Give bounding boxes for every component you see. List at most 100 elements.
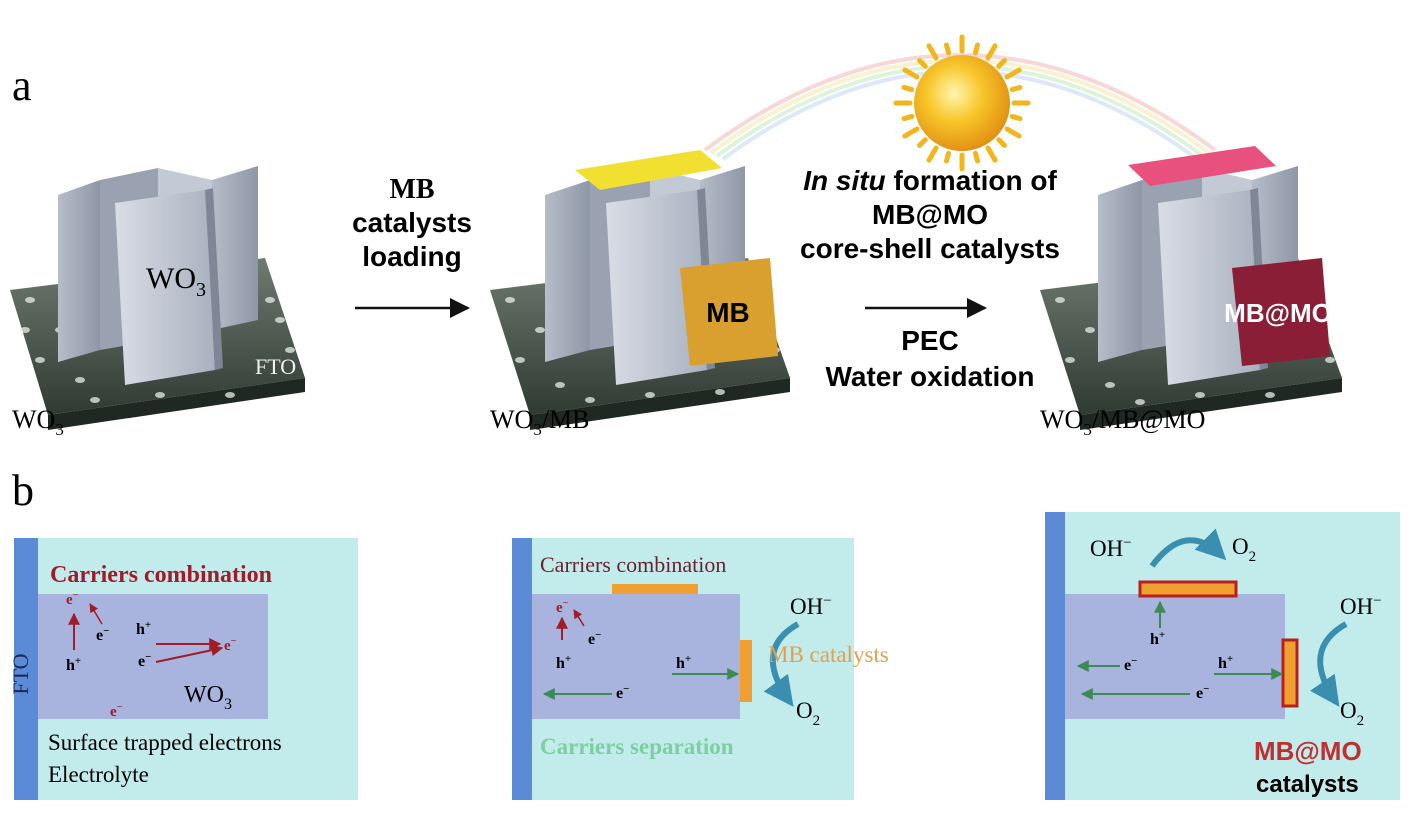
sun-ray [926,43,939,61]
e-symbol-3: e− [138,651,151,670]
right-h-1: h+ [1150,629,1165,648]
water-droplet [1105,382,1115,388]
sun-ray [917,137,928,148]
water-droplet [90,397,100,403]
e-symbol-2: e− [96,625,109,644]
water-droplet [25,297,35,303]
surface-trapped-label: Surface trapped electrons [48,730,282,755]
water-droplet [515,357,525,363]
mbmo-b-label: MB@MO [1254,736,1362,766]
back-left-sheet [58,180,100,362]
sun-ray [1009,84,1023,93]
h-symbol-2: h+ [136,619,151,638]
water-droplet [1195,392,1205,398]
e-symbol-1: e− [66,590,79,608]
water-droplet [1135,399,1145,405]
e-symbol-surface: e− [110,702,123,720]
mb-catalysts-label: MB catalysts [768,642,889,667]
fto-label: FTO [255,354,296,379]
water-droplet [505,297,515,303]
sun-ray [1004,67,1022,80]
mid-h-1: h+ [556,653,571,672]
mid-oh: OH− [790,593,832,619]
right-side-oh-arrow [1310,621,1348,707]
mbmo-top-particle [1138,580,1238,598]
mbmo-label: MB@MO [1224,298,1332,328]
mid-e-3: e− [616,683,629,702]
sun-ray [985,43,998,61]
sun-ray [985,145,998,163]
mb-label: MB [706,297,750,328]
sun-ray [943,150,952,164]
wo3-label: WO3 [146,262,206,301]
sun-icon [893,34,1031,172]
h-symbol-1: h+ [66,655,81,674]
water-droplet [555,382,565,388]
carriers-combination-middle: Carriers combination [540,552,726,577]
fto-bar [14,538,38,800]
panel-b-right: OH− O2 h+ e− h+ e− OH− O2 MB@MO catalyst… [1045,512,1400,800]
front-sheet [115,190,215,385]
arrow2-line2: MB@MO [872,199,988,230]
mb-catalyst [680,258,778,366]
arrow1-line1: MB [389,174,434,205]
mid-o2: O2 [796,698,820,729]
sun-ray [902,67,920,80]
right-top-oh-arrow [1149,528,1227,568]
wo3-label-b: WO3 [184,682,232,713]
right-o2-side: O2 [1340,698,1364,729]
panel-b-left: FTO Carriers combination e− e− h+ h+ e− … [8,538,358,800]
water-droplet [75,377,85,383]
sun-ray [996,58,1007,69]
arrow-left-diag [89,603,103,625]
mid-arrow-diag [573,609,585,627]
mb-top-particle [612,584,698,594]
arrow1-line3: loading [362,241,462,272]
water-droplet [265,297,275,303]
sun-ray [996,137,1007,148]
right-o2-top: O2 [1232,534,1256,565]
e-symbol-4: e− [224,636,237,654]
mbmo-catalyst [1232,258,1330,366]
sun-ray [972,150,981,164]
right-oh-side: OH− [1340,593,1382,619]
mid-h-2: h+ [676,653,691,672]
panel-a-label: a [12,61,32,110]
arrow1-line2: catalysts [352,207,472,238]
sun-ray [1004,126,1022,139]
carriers-combination-left: Carriers combination [50,562,272,588]
mid-oh-to-o2-arrow [763,621,800,707]
water-droplet [1085,327,1095,333]
right-h-2: h+ [1218,653,1233,672]
panel-b-label: b [12,466,34,515]
fto-label-vertical: FTO [8,653,33,694]
water-droplet [225,392,235,398]
wo3-mbmo-electrode: MB@MO [1040,146,1342,430]
arrow2-line1: In situ formation of [803,165,1057,196]
water-droplet [155,392,165,398]
water-droplet [1065,357,1075,363]
catalysts-b-label: catalysts [1256,771,1359,798]
mid-e-1: e− [556,598,569,616]
water-droplet [715,389,725,395]
mid-e-2: e− [588,629,601,648]
sun-ray [926,145,939,163]
sun-ray [902,126,920,139]
arrow-left-converge [155,644,224,663]
carriers-separation-label: Carriers separation [540,734,734,759]
panel-b-middle: Carriers combination e− e− h+ h+ e− OH− … [512,538,889,800]
water-droplet [1265,392,1275,398]
arrow2-below1: PEC [901,325,959,356]
water-droplet [585,397,595,403]
right-e-1: e− [1124,655,1137,674]
water-droplet [645,392,655,398]
sun-ray [943,42,952,56]
water-droplet [1055,297,1065,303]
water-droplets [20,277,295,403]
sun-ray [1009,113,1023,122]
wo3-mb-electrode: MB [490,150,790,430]
caption-wo3: WO3 [12,405,64,439]
mb-top-layer [575,150,722,190]
caption-wo3-mb: WO3/MB [490,405,590,439]
